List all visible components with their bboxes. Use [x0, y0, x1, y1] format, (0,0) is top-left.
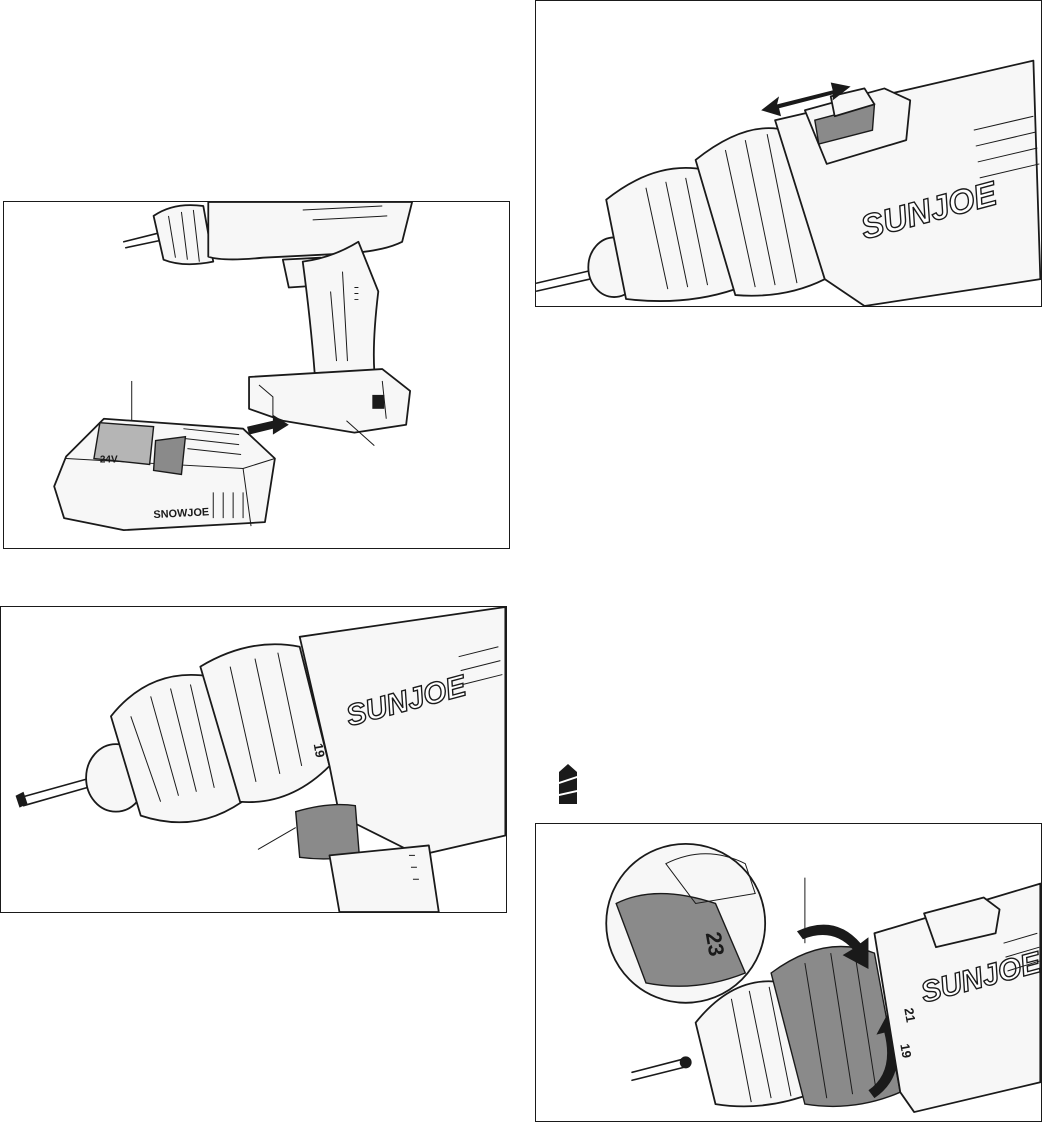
- dial-number-19-c: 19: [897, 1042, 914, 1059]
- dial-number-21-c: 21: [901, 1007, 918, 1024]
- zoom-inset: 23: [606, 844, 765, 1003]
- direction-switch-illustration: 23 21 19 SUNJOE: [536, 1, 1041, 306]
- inset-dial-23: 23: [701, 930, 730, 958]
- battery-install-illustration: 24V SNOWJOE: [4, 202, 509, 548]
- torque-collar-illustration: 23 21 19 SUNJOE: [536, 824, 1041, 1121]
- drill-bit-icon: [557, 764, 579, 806]
- figure-trigger: 21 19 23 SUNJOE: [0, 606, 507, 913]
- trigger-illustration: 21 19 23 SUNJOE: [1, 607, 506, 912]
- figure-direction-switch: 23 21 19 SUNJOE: [535, 0, 1042, 307]
- figure-torque-collar: 23 21 19 SUNJOE: [535, 823, 1042, 1122]
- figure-battery-install: 24V SNOWJOE: [3, 201, 510, 549]
- battery-badge-text: 24V: [100, 454, 118, 465]
